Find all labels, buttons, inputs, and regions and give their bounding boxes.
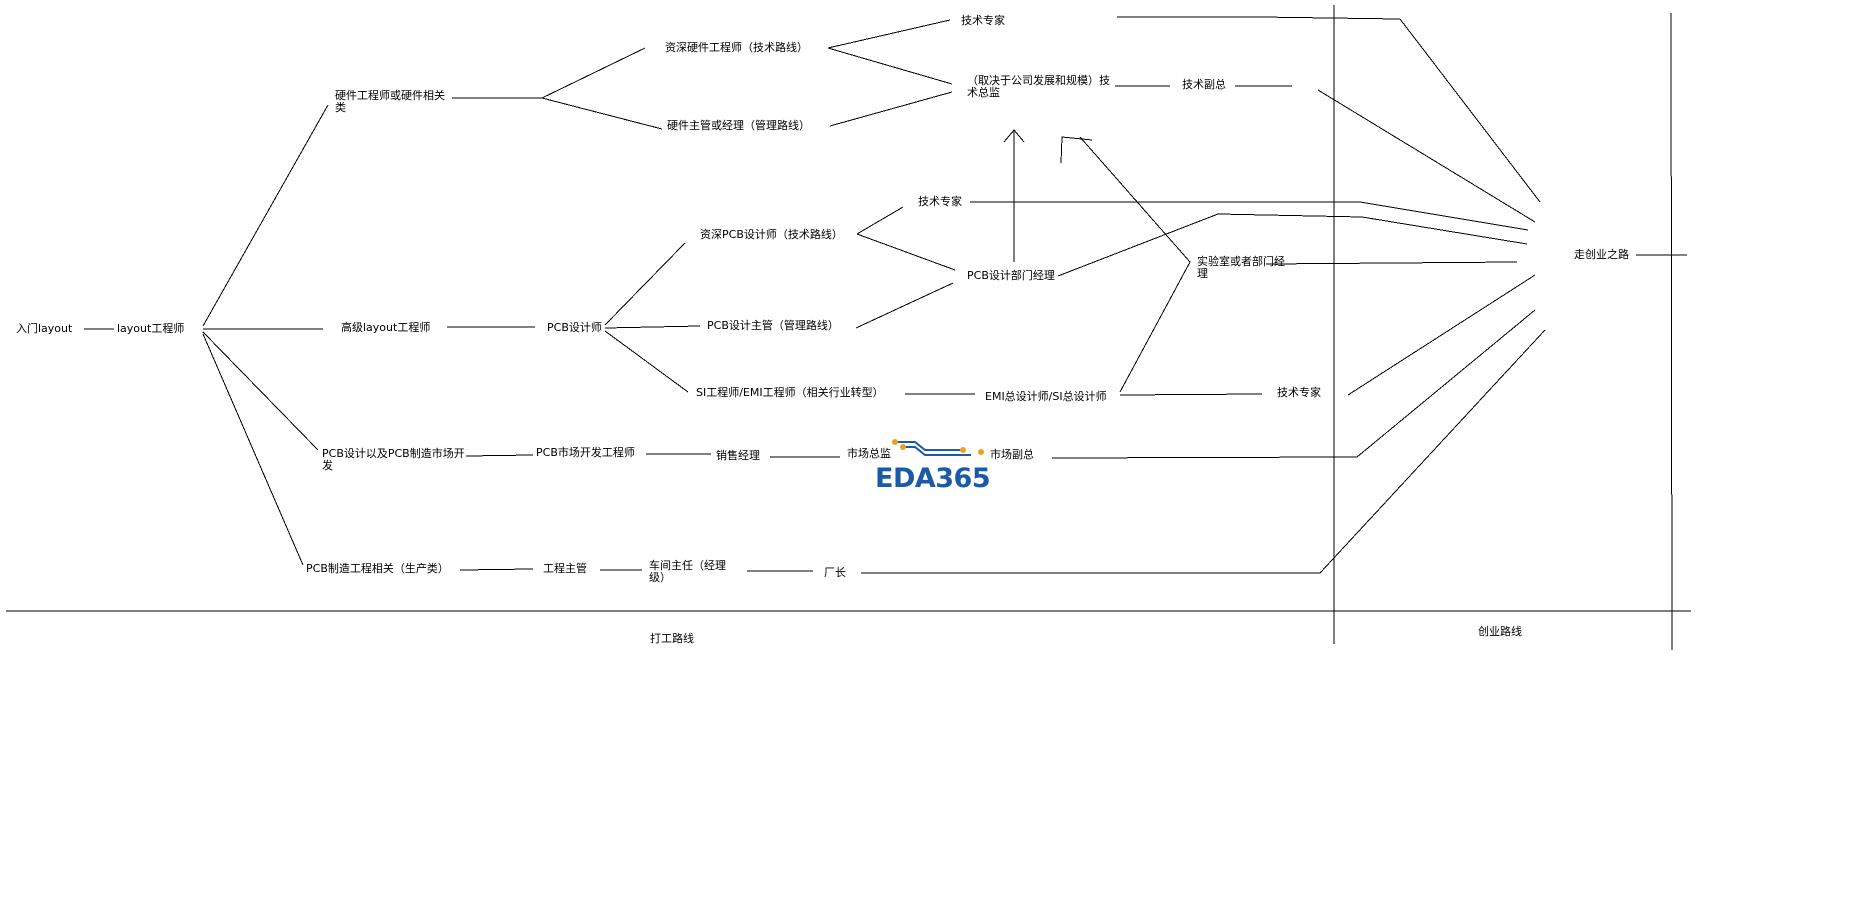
eda365-logo: EDA365: [875, 433, 1005, 495]
edge-emi-expert: [1119, 393, 1263, 396]
edge-hw-manager: [541, 97, 663, 130]
edge-expertr-entrepreneur: [1347, 274, 1536, 396]
edge-emi-lab: [1119, 261, 1191, 393]
node-factory-director: 厂长: [824, 566, 846, 579]
section-startup-path: 创业路线: [1478, 625, 1522, 638]
edge-seniorhw-director: [827, 47, 953, 85]
edge-hwmgr-director: [829, 91, 953, 127]
edge-mfg-eng: [459, 568, 534, 571]
node-hw-engineer: 硬件工程师或硬件相关类: [335, 89, 445, 114]
edge-expert-entrepreneur: [1399, 18, 1541, 203]
node-pcb-supervisor: PCB设计主管（管理路线）: [707, 319, 839, 332]
circuit-pad: [960, 447, 966, 453]
node-senior-layout: 高级layout工程师: [341, 321, 431, 334]
edge-supervisor-mgr: [855, 282, 954, 329]
edge-layout-mfg: [202, 333, 304, 566]
node-tech-expert-right: 技术专家: [1277, 386, 1321, 399]
edge-vp-entrepreneur: [1317, 89, 1536, 223]
node-emi-chief: EMI总设计师/SI总设计师: [985, 390, 1107, 403]
node-senior-pcb: 资深PCB设计师（技术路线）: [700, 228, 843, 241]
node-sales-manager: 销售经理: [716, 449, 760, 462]
circuit-pad: [900, 444, 906, 450]
circuit-pad: [892, 439, 898, 445]
edge-mgr-right: [1057, 213, 1363, 277]
edge-seniorpcb-mgr: [856, 233, 956, 271]
circuit-trace: [903, 446, 971, 456]
eda365-logo-text: EDA365: [875, 463, 991, 494]
edge-pcb-supervisor: [604, 325, 701, 329]
node-market-vp: 市场副总: [990, 448, 1034, 461]
edge-market-dev: [465, 454, 534, 457]
node-eng-supervisor: 工程主管: [543, 562, 587, 575]
node-hw-manager: 硬件主管或经理（管理路线）: [667, 119, 810, 132]
node-entrepreneur: 走创业之路: [1574, 248, 1629, 261]
edge-marketvp-right: [1051, 309, 1536, 459]
section-employee-path: 打工路线: [650, 632, 694, 645]
edge-hw-senior: [541, 47, 646, 99]
node-entry: 入门layout: [16, 322, 73, 335]
edge-lab-entrepreneur: [1265, 261, 1518, 265]
edge-lab-director-arrow: [1079, 136, 1191, 263]
vertical-divider-right: [1670, 12, 1673, 651]
node-layout-engineer: layout工程师: [117, 322, 185, 335]
edge-seniorhw-expert: [827, 19, 951, 49]
arrowhead-diag: [1060, 136, 1093, 164]
edge-factory-right: [861, 329, 1546, 574]
edge-mid-entrepreneur: [1359, 201, 1529, 231]
edge-layout-market: [202, 331, 319, 451]
node-market-director: 市场总监: [847, 447, 891, 460]
edge-seniorpcb-expert: [856, 206, 904, 235]
node-pcb-designer: PCB设计师: [547, 321, 602, 334]
node-pcb-mfg: PCB制造工程相关（生产类）: [306, 562, 449, 575]
circuit-trace-icon: [892, 439, 984, 456]
node-tech-expert-top: 技术专家: [961, 14, 1005, 27]
circuit-pad: [978, 449, 984, 455]
edge-pcb-entrepreneur: [1361, 216, 1528, 245]
edge-pcb-si: [604, 330, 689, 393]
node-pcb-market: PCB设计以及PCB制造市场开发: [322, 447, 465, 472]
circuit-trace: [895, 441, 963, 451]
node-tech-director: （取决于公司发展和规模）技术总监: [967, 74, 1110, 99]
node-si-emi: SI工程师/EMI工程师（相关行业转型）: [696, 386, 884, 399]
arrowhead-up: [1003, 129, 1025, 143]
node-senior-hw: 资深硬件工程师（技术路线）: [665, 41, 808, 54]
node-pcb-market-dev: PCB市场开发工程师: [536, 446, 635, 459]
edge-layout-hw: [202, 104, 329, 327]
edge-expert-top-line: [1117, 16, 1401, 20]
node-tech-vp: 技术副总: [1182, 78, 1226, 91]
node-lab-manager: 实验室或者部门经理: [1197, 255, 1285, 280]
node-pcb-dept-manager: PCB设计部门经理: [967, 269, 1055, 282]
edge-pcb-senior: [604, 242, 686, 326]
node-tech-expert-mid: 技术专家: [918, 195, 962, 208]
node-workshop-director: 车间主任（经理级）: [649, 559, 726, 584]
